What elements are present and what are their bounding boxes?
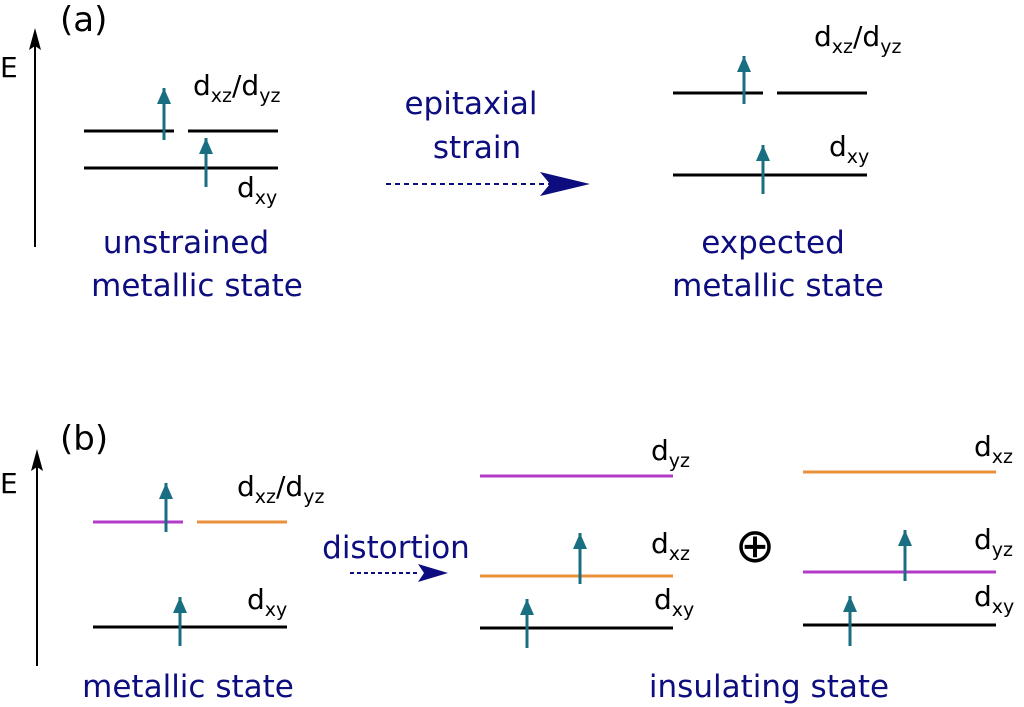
orbital-label-dyz: dyz: [974, 523, 1013, 561]
energy-axis-b: [31, 449, 43, 666]
orbital-label-dxy: dxy: [829, 130, 869, 168]
spin-up-arrowhead: [157, 88, 171, 104]
energy-axis-label-b: E: [0, 467, 18, 500]
transition-label-strain: strain: [433, 130, 521, 166]
caption-metallic-state-a2: metallic state: [672, 268, 884, 304]
energy-axis-a: [29, 28, 41, 247]
orbital-label-dxy: dxy: [974, 580, 1014, 618]
orbital-label-dxz: dxz: [651, 527, 690, 565]
orbital-label-dyz: dyz: [651, 434, 690, 472]
panel-a-tag: (a): [60, 0, 107, 40]
spin-up-arrowhead: [843, 596, 857, 612]
spin-up-arrowhead: [898, 530, 912, 546]
panel-b-tag: (b): [60, 419, 108, 459]
spin-up-arrowhead: [199, 138, 213, 154]
spin-up-arrowhead: [573, 533, 587, 549]
transition-label-distortion: distortion: [322, 530, 470, 566]
caption-metallic-state-b: metallic state: [82, 669, 294, 705]
direct-sum-symbol: ⊕: [735, 518, 775, 574]
orbital-label-dxz-dyz: dxz/dyz: [193, 69, 280, 107]
energy-axis-label-a: E: [0, 51, 18, 84]
orbital-label-dxz-dyz: dxz/dyz: [814, 20, 901, 58]
orbital-label-dxz-dyz: dxz/dyz: [237, 470, 324, 508]
caption-insulating-state: insulating state: [649, 669, 889, 705]
spin-up-arrowhead: [173, 597, 187, 613]
caption-unstrained: unstrained: [103, 225, 269, 261]
transition-label-epitaxial: epitaxial: [404, 86, 537, 122]
spin-up-arrowhead: [159, 483, 173, 499]
strain-arrow: [386, 172, 590, 196]
orbital-label-dxy: dxy: [237, 171, 277, 209]
orbital-label-dxy: dxy: [654, 583, 694, 621]
orbital-label-dxy: dxy: [247, 583, 287, 621]
caption-metallic-state-a: metallic state: [91, 268, 303, 304]
orbital-label-dxz: dxz: [974, 430, 1013, 468]
spin-up-arrowhead: [737, 56, 751, 72]
spin-up-arrowhead: [520, 599, 534, 615]
caption-expected: expected: [701, 225, 845, 261]
spin-up-arrowhead: [756, 145, 770, 161]
distortion-arrow: [350, 564, 448, 582]
